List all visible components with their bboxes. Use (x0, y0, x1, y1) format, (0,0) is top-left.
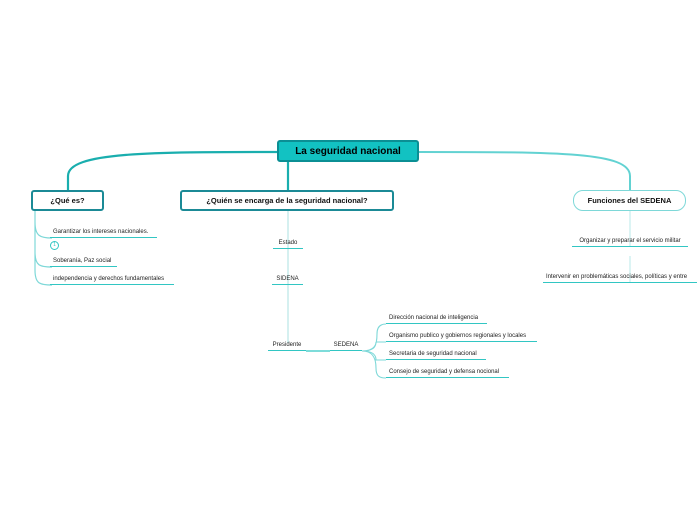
branch-quien-se-encarga[interactable]: ¿Quién se encarga de la seguridad nacion… (180, 190, 394, 211)
que-es-item-1[interactable]: Garantizar los intereses nacionales. (50, 228, 157, 238)
link-root-que-es (66, 150, 278, 190)
link-que-es-items (34, 210, 53, 286)
que-es-item-2[interactable]: Soberanía, Paz social (50, 257, 117, 267)
sedena-node[interactable]: SEDENA (330, 341, 362, 351)
branch-funciones-sedena[interactable]: Funciones del SEDENA (573, 190, 686, 211)
sedena-item-2[interactable]: Organismo publico y gobiernos regionales… (386, 332, 537, 342)
que-es-item-3[interactable]: independencia y derechos fundamentales (50, 275, 174, 285)
sedena-item-3[interactable]: Secretaria de seguridad nacional (386, 350, 486, 360)
funciones-item-2[interactable]: Intervenir en problemáticas sociales, po… (543, 273, 697, 283)
sedena-item-1[interactable]: Dirección nacional de inteligencia (386, 314, 487, 324)
sedena-item-4[interactable]: Consejo de seguridad y defensa nocional (386, 368, 509, 378)
link-sedena-items (361, 323, 387, 379)
root-node-title[interactable]: La seguridad nacional (277, 140, 419, 162)
link-root-funciones (418, 151, 631, 190)
notes-count-badge[interactable]: 1 (50, 241, 59, 250)
funciones-item-1[interactable]: Organizar y preparar el servicio militar (572, 237, 688, 247)
branch-que-es[interactable]: ¿Qué es? (31, 190, 104, 211)
quien-item-presidente[interactable]: Presidente (268, 341, 306, 351)
quien-item-estado[interactable]: Estado (273, 239, 303, 249)
quien-item-sidena[interactable]: SIDENA (272, 275, 303, 285)
